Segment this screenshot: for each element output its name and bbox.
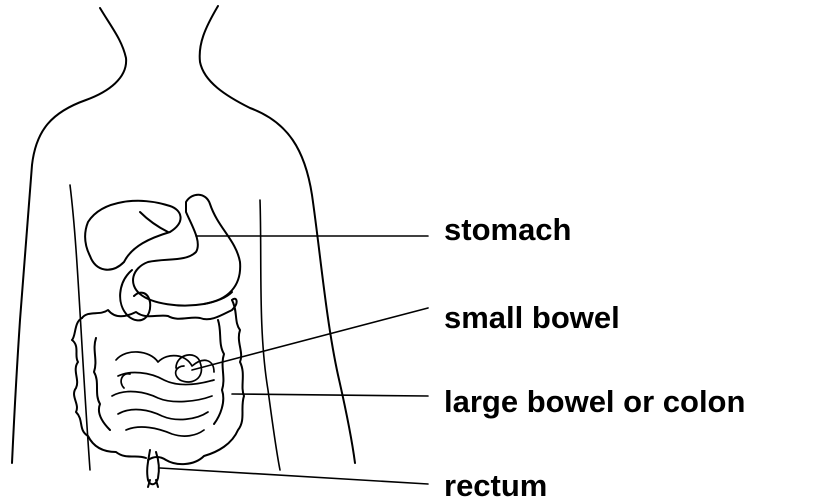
label-small-bowel: small bowel (444, 302, 620, 333)
label-large-bowel: large bowel or colon (444, 386, 745, 417)
stomach-organ (133, 195, 240, 306)
leader-lines (160, 236, 428, 484)
leader-line-rectum (160, 468, 428, 484)
leader-line-small-bowel (192, 308, 428, 370)
rectum-organ (147, 450, 159, 487)
body-outline (12, 6, 355, 470)
leader-line-large-bowel (232, 394, 428, 396)
label-stomach: stomach (444, 214, 571, 245)
label-rectum: rectum (444, 470, 547, 501)
small-bowel-organ (112, 352, 214, 436)
colon (72, 299, 244, 464)
